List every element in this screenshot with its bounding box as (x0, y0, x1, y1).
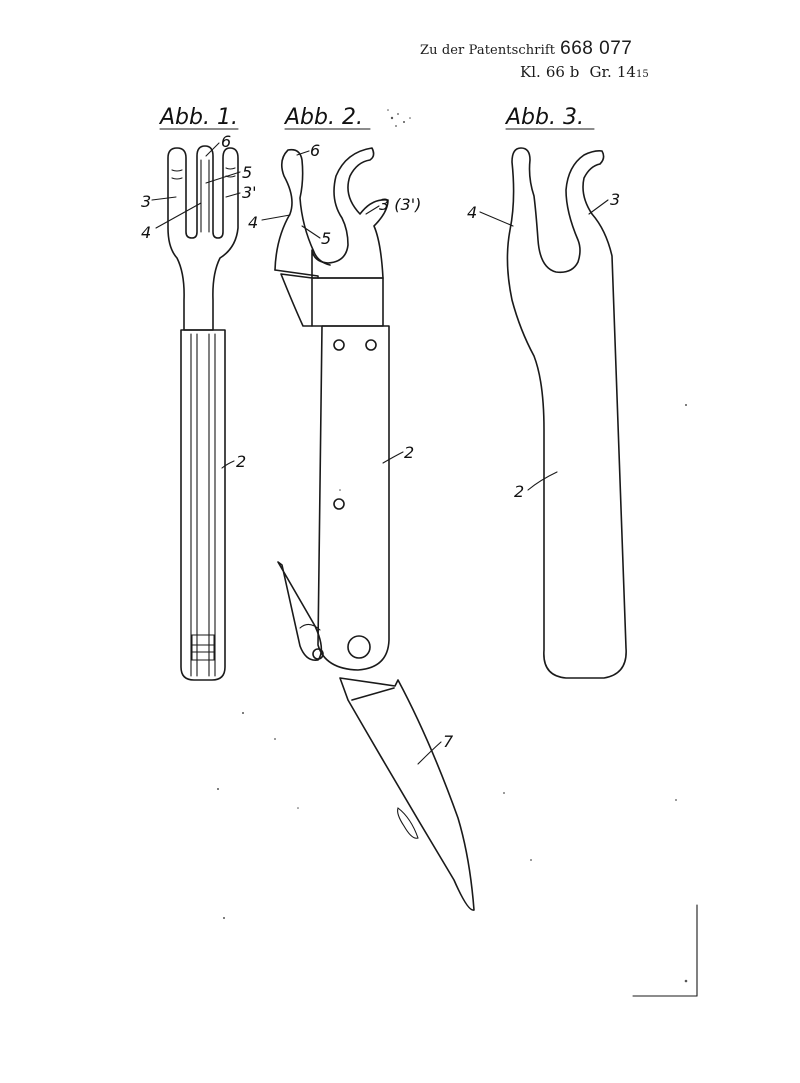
figure-3: Abb. 3. 4 3 2 (467, 105, 627, 679)
scan-corner-mark (632, 904, 698, 997)
figure-2-handle (317, 325, 390, 671)
class-prefix: Kl. (520, 63, 541, 81)
fig1-label-5: 5 (242, 163, 252, 182)
figure-2-title: Abb. 2. (283, 105, 363, 130)
fig1-label-3: 3 (141, 192, 151, 211)
figure-1-fork-head (167, 145, 239, 331)
rivet (333, 498, 345, 510)
figure-1-reference-labels: 6 5 3 3' 4 2 (141, 132, 257, 471)
figure-2-small-blade (277, 561, 324, 662)
patent-number: 668 077 (560, 38, 633, 59)
fig2-label-4: 4 (248, 213, 258, 232)
scan-marks (217, 109, 688, 983)
figure-3-title: Abb. 3. (504, 105, 584, 130)
patent-prefix: Zu der Patentschrift (420, 43, 556, 58)
fig1-label-6: 6 (221, 132, 231, 151)
class-value: 66 b (545, 63, 580, 81)
group-main: 14 (616, 63, 636, 81)
fig3-label-4: 4 (467, 203, 477, 222)
fig2-label-6: 6 (310, 141, 320, 160)
fig2-label-2: 2 (404, 443, 414, 462)
figure-2-main-blade (339, 677, 475, 911)
pivot-rivet (347, 635, 371, 659)
rivet (365, 339, 377, 351)
figure-1-title: Abb. 1. (158, 105, 238, 130)
patent-header-line1: Zu der Patentschrift 668 077 (420, 38, 632, 60)
fig1-label-3-prime: 3' (242, 183, 257, 202)
fig3-label-2: 2 (514, 482, 524, 501)
fig1-label-4: 4 (141, 223, 151, 242)
figure-2: Abb. 2. (248, 105, 475, 911)
group-prefix: Gr. (589, 63, 612, 81)
figure-2-reference-labels: 6 4 5 3 (3') 2 7 (248, 141, 454, 765)
fig1-label-2: 2 (236, 452, 246, 471)
figure-3-reference-labels: 4 3 2 (467, 190, 620, 501)
figure-2-pliers-jaws (274, 147, 389, 327)
group-sub: 15 (635, 69, 649, 80)
rivet (333, 339, 345, 351)
fig2-label-5: 5 (321, 229, 331, 248)
fig2-label-3: 3 (3') (379, 195, 421, 214)
figure-1: Abb. 1. 6 5 3 3' 4 (141, 105, 257, 681)
patent-header-line2: Kl. 66 b Gr. 1415 (520, 62, 649, 81)
figure-3-outline (506, 147, 627, 679)
fig3-label-3: 3 (610, 190, 620, 209)
figure-1-handle (180, 329, 226, 681)
fig2-label-7: 7 (443, 732, 454, 751)
